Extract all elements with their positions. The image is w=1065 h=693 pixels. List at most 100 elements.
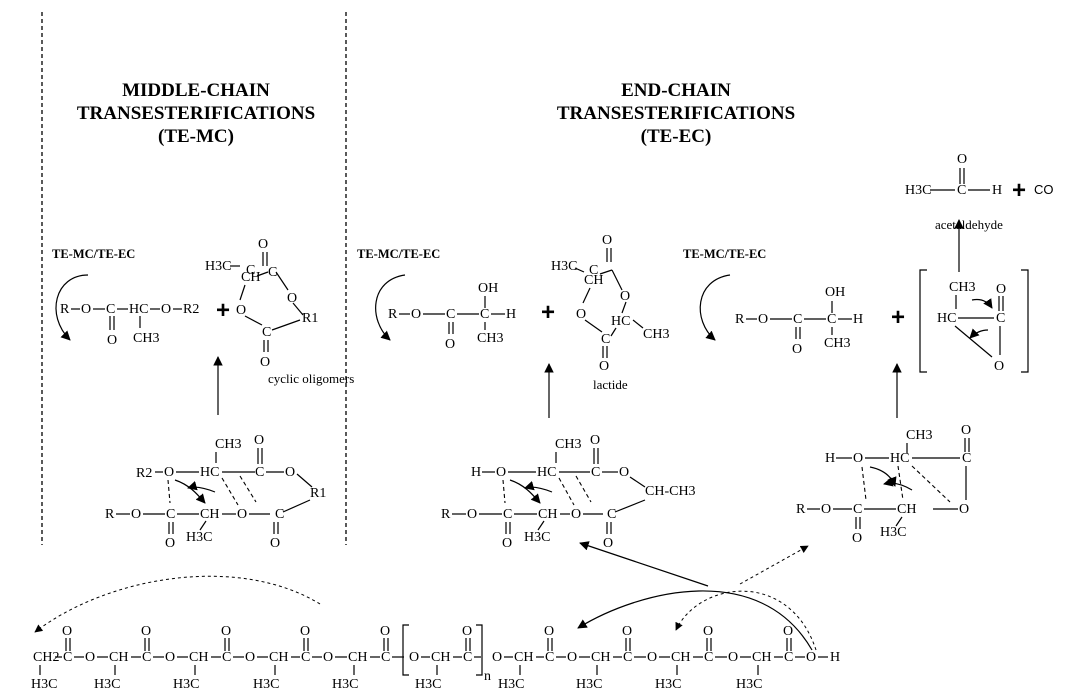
svg-text:R: R xyxy=(735,312,745,327)
svg-text:C: C xyxy=(545,650,554,665)
svg-text:O: O xyxy=(107,333,117,348)
svg-text:H: H xyxy=(825,451,835,466)
svg-text:CH: CH xyxy=(241,270,260,285)
svg-text:C: C xyxy=(793,312,802,327)
svg-text:O: O xyxy=(806,650,816,665)
svg-text:O: O xyxy=(221,624,231,639)
svg-text:(TE-MC): (TE-MC) xyxy=(158,126,234,147)
svg-text:H: H xyxy=(471,465,481,480)
svg-text:O: O xyxy=(957,152,967,167)
svg-text:O: O xyxy=(996,282,1006,297)
backbiting-arrow-end-1 xyxy=(577,590,813,651)
svg-text:CH: CH xyxy=(671,650,690,665)
svg-text:O: O xyxy=(411,307,421,322)
svg-text:O: O xyxy=(590,433,600,448)
cyclic-oligomer: O C H3C CH C O R1 O C O xyxy=(205,237,318,370)
svg-text:C: C xyxy=(704,650,713,665)
svg-text:C: C xyxy=(142,650,151,665)
svg-text:CH: CH xyxy=(538,507,557,522)
svg-text:O: O xyxy=(622,624,632,639)
svg-text:R1: R1 xyxy=(310,486,326,501)
svg-text:H3C: H3C xyxy=(736,677,762,692)
svg-text:O: O xyxy=(792,342,802,357)
mechanism-label-1: TE-MC/TE-EC xyxy=(52,247,135,261)
svg-text:C: C xyxy=(591,465,600,480)
svg-text:O: O xyxy=(703,624,713,639)
svg-text:O: O xyxy=(467,507,477,522)
svg-text:C: C xyxy=(827,312,836,327)
svg-text:C: C xyxy=(262,325,271,340)
svg-text:(TE-EC): (TE-EC) xyxy=(641,126,712,147)
svg-text:C: C xyxy=(301,650,310,665)
svg-text:O: O xyxy=(237,507,247,522)
svg-text:H3C: H3C xyxy=(524,530,550,545)
svg-text:C: C xyxy=(853,502,862,517)
svg-text:O: O xyxy=(260,355,270,370)
svg-text:CH: CH xyxy=(348,650,367,665)
svg-text:O: O xyxy=(270,536,280,551)
svg-text:CH3: CH3 xyxy=(643,327,669,342)
svg-text:O: O xyxy=(821,502,831,517)
svg-text:O: O xyxy=(647,650,657,665)
plus-1: + xyxy=(216,297,230,324)
svg-text:C: C xyxy=(446,307,455,322)
svg-text:O: O xyxy=(409,650,419,665)
svg-text:O: O xyxy=(285,465,295,480)
svg-text:CH3: CH3 xyxy=(949,280,975,295)
svg-text:O: O xyxy=(728,650,738,665)
svg-text:C: C xyxy=(246,263,255,278)
svg-text:H3C: H3C xyxy=(498,677,524,692)
transition-state-middle: CH3 R2 O HC C O O R1 C O R O C O CH H3C … xyxy=(105,433,326,551)
svg-text:O: O xyxy=(603,536,613,551)
svg-text:H3C: H3C xyxy=(332,677,358,692)
svg-text:O: O xyxy=(599,359,609,374)
transition-state-lactide: CH3 H O HC C O O CH-CH3 C O R O C O CH H… xyxy=(441,433,696,551)
svg-text:H3C: H3C xyxy=(173,677,199,692)
svg-text:O: O xyxy=(131,507,141,522)
svg-text:O: O xyxy=(571,507,581,522)
svg-text:C: C xyxy=(255,465,264,480)
svg-text:O: O xyxy=(85,650,95,665)
svg-text:H3C: H3C xyxy=(905,183,931,198)
svg-text:C: C xyxy=(381,650,390,665)
svg-text:O: O xyxy=(544,624,554,639)
svg-text:CH: CH xyxy=(431,650,450,665)
svg-text:R1: R1 xyxy=(302,311,318,326)
svg-text:H: H xyxy=(992,183,1002,198)
svg-text:C: C xyxy=(463,650,472,665)
svg-text:H3C: H3C xyxy=(31,677,57,692)
circular-arrow-2 xyxy=(375,274,406,341)
polymer-chain: CH2 H3C C O O CH H3C C O O CH H3C C O O … xyxy=(31,624,840,692)
svg-text:O: O xyxy=(492,650,502,665)
svg-text:HC: HC xyxy=(611,314,630,329)
svg-text:O: O xyxy=(62,624,72,639)
svg-text:CH: CH xyxy=(897,502,916,517)
svg-text:O: O xyxy=(165,650,175,665)
svg-text:MIDDLE-CHAIN: MIDDLE-CHAIN xyxy=(122,80,270,101)
svg-text:CH3: CH3 xyxy=(215,437,241,452)
svg-text:C: C xyxy=(222,650,231,665)
svg-text:O: O xyxy=(620,289,630,304)
bracketed-intermediate: CH3 HC C O O xyxy=(919,269,1029,374)
caption-acetaldehyde: acetaldehyde xyxy=(935,217,1003,232)
header-end-chain: END-CHAIN TRANSESTERIFICATIONS (TE-EC) xyxy=(557,80,795,147)
svg-text:CH3: CH3 xyxy=(133,331,159,346)
svg-text:O: O xyxy=(502,536,512,551)
svg-text:O: O xyxy=(994,359,1004,374)
svg-text:HC: HC xyxy=(890,451,909,466)
svg-text:R: R xyxy=(796,502,806,517)
arrow-to-acetaldehyde-ts xyxy=(739,545,809,585)
svg-text:C: C xyxy=(962,451,971,466)
plus-co: + xyxy=(1012,177,1026,204)
svg-text:CH: CH xyxy=(109,650,128,665)
svg-text:C: C xyxy=(275,507,284,522)
svg-text:C: C xyxy=(784,650,793,665)
carbon-monoxide: CO xyxy=(1034,182,1054,197)
svg-text:C: C xyxy=(623,650,632,665)
svg-text:O: O xyxy=(853,451,863,466)
transition-state-acetaldehyde: CH3 H O HC C O O R O C O CH H3C xyxy=(796,423,971,546)
svg-text:OH: OH xyxy=(825,285,845,300)
svg-text:O: O xyxy=(258,237,268,252)
svg-text:CH3: CH3 xyxy=(555,437,581,452)
